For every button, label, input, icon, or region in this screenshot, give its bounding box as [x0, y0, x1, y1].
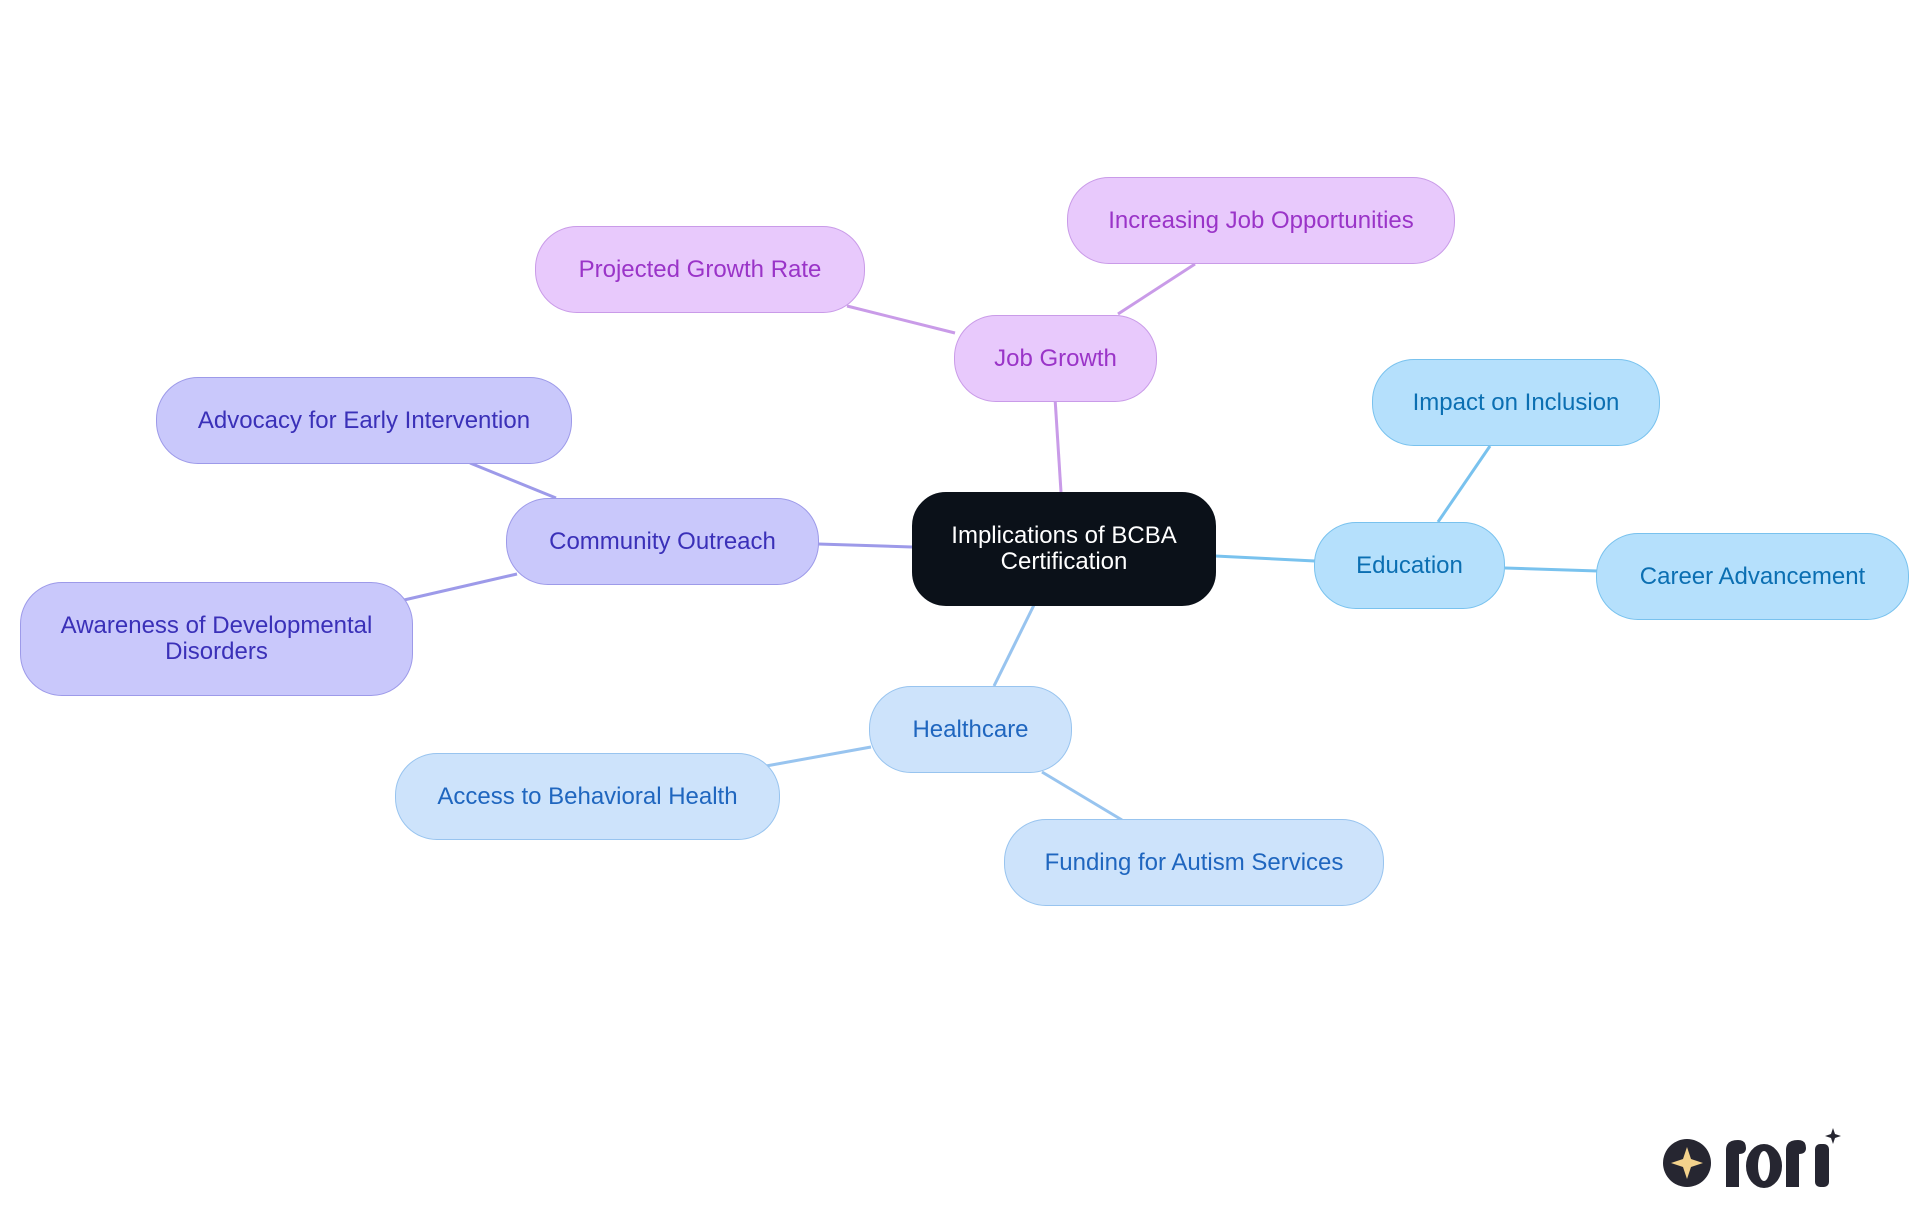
- node-community-outreach[interactable]: Community Outreach: [506, 498, 819, 585]
- edge-education-inclusion: [1436, 445, 1492, 523]
- edge-root-education: [1214, 554, 1316, 563]
- funding-autism-services-label: Funding for Autism Services: [1044, 848, 1344, 876]
- awareness-label-line1: Awareness of Developmental: [60, 612, 373, 639]
- access-behavioral-health-label: Access to Behavioral Health: [437, 782, 738, 810]
- impact-on-inclusion-label: Impact on Inclusion: [1412, 388, 1620, 416]
- job-growth-label: Job Growth: [994, 344, 1117, 372]
- node-advocacy-early-intervention[interactable]: Advocacy for Early Intervention: [156, 377, 572, 464]
- node-education[interactable]: Education: [1314, 522, 1505, 609]
- edge-job-growth-increasing: [1117, 262, 1196, 316]
- healthcare-label: Healthcare: [912, 715, 1029, 743]
- education-label: Education: [1356, 551, 1463, 579]
- node-healthcare[interactable]: Healthcare: [869, 686, 1072, 773]
- edge-job-growth-projected: [846, 304, 956, 335]
- node-impact-on-inclusion[interactable]: Impact on Inclusion: [1372, 359, 1660, 446]
- awareness-label-line2: Disorders: [165, 638, 268, 665]
- advocacy-early-intervention-label: Advocacy for Early Intervention: [197, 406, 531, 434]
- edge-root-community-outreach: [817, 542, 913, 549]
- node-increasing-job-opportunities[interactable]: Increasing Job Opportunities: [1067, 177, 1455, 264]
- career-advancement-label: Career Advancement: [1639, 562, 1866, 590]
- node-awareness-developmental-disorders[interactable]: Awareness of Developmental Disorders: [20, 582, 413, 696]
- community-outreach-label: Community Outreach: [549, 527, 776, 555]
- projected-growth-rate-label: Projected Growth Rate: [578, 255, 822, 283]
- edge-healthcare-funding: [1041, 770, 1123, 822]
- edge-community-awareness: [403, 572, 518, 602]
- edge-education-career: [1504, 566, 1599, 573]
- edge-root-healthcare: [992, 604, 1036, 687]
- node-access-behavioral-health[interactable]: Access to Behavioral Health: [395, 753, 780, 840]
- root-label-line2: Certification: [1000, 548, 1128, 575]
- root-label-line1: Implications of BCBA: [951, 522, 1177, 549]
- edge-healthcare-access: [765, 745, 872, 768]
- edge-root-job-growth: [1053, 397, 1063, 493]
- increasing-job-opportunities-label: Increasing Job Opportunities: [1108, 206, 1414, 234]
- node-projected-growth-rate[interactable]: Projected Growth Rate: [535, 226, 865, 313]
- root-node[interactable]: Implications of BCBA Certification: [912, 492, 1216, 606]
- node-job-growth[interactable]: Job Growth: [954, 315, 1157, 402]
- rori-sparkle-logo: [1663, 1128, 1841, 1188]
- edge-community-advocacy: [469, 461, 557, 500]
- node-funding-autism-services[interactable]: Funding for Autism Services: [1004, 819, 1384, 906]
- node-career-advancement[interactable]: Career Advancement: [1596, 533, 1909, 620]
